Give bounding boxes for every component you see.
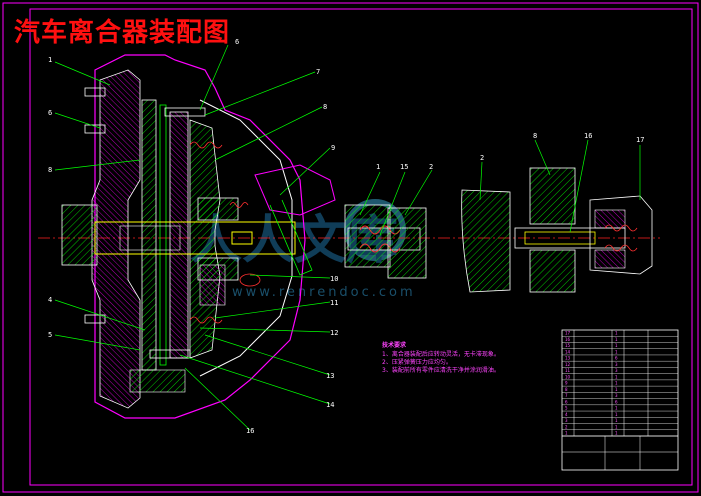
table-cell: 3 xyxy=(615,368,618,373)
table-cell: 1 xyxy=(615,337,618,342)
callout-label: 6 xyxy=(235,38,239,46)
table-cell: 1 xyxy=(615,343,618,348)
clutch-assembly xyxy=(61,54,336,419)
notes-line: 3、装配前所有零件应清洗干净并涂润滑油。 xyxy=(382,366,500,374)
table-cell: 3 xyxy=(615,393,618,398)
table-cell: 1 xyxy=(615,412,618,417)
callout-label: 10 xyxy=(330,275,338,283)
callout-label: 9 xyxy=(331,144,335,152)
notes-heading: 技术要求 xyxy=(382,341,407,349)
callout-label: 7 xyxy=(316,68,320,76)
callout-label: 16 xyxy=(246,427,254,435)
table-cell: 12 xyxy=(565,362,571,367)
table-cell: 4 xyxy=(565,412,568,417)
callout-label: 11 xyxy=(330,299,338,307)
table-cell: 17 xyxy=(565,331,571,336)
notes-line: 2、压紧弹簧压力应均匀。 xyxy=(382,358,452,366)
callout-label: 14 xyxy=(326,401,334,409)
callout-label: 2 xyxy=(429,163,433,171)
callout-label: 4 xyxy=(48,296,52,304)
table-cell: 6 xyxy=(615,399,618,404)
callout-label: 5 xyxy=(48,331,52,339)
leader-lines xyxy=(54,44,641,431)
page-title: 汽车离合器装配图 xyxy=(14,18,231,48)
table-cell: 11 xyxy=(565,368,571,373)
table-cell: 1 xyxy=(615,387,618,392)
table-cell: 9 xyxy=(565,381,568,386)
callout-label: 1 xyxy=(376,163,380,171)
table-cell: 16 xyxy=(565,337,571,342)
table-cell: 1 xyxy=(615,418,618,423)
table-cell: 2 xyxy=(565,424,568,429)
inner-frame xyxy=(29,8,693,486)
table-cell: 1 xyxy=(615,331,618,336)
callout-label: 12 xyxy=(330,329,338,337)
table-cell: 15 xyxy=(565,343,571,348)
callout-label: 8 xyxy=(533,132,537,140)
table-cell: 3 xyxy=(615,362,618,367)
table-cell: 1 xyxy=(615,406,618,411)
callout-label: 15 xyxy=(400,163,408,171)
table-cell: 5 xyxy=(565,406,568,411)
callout-label: 2 xyxy=(480,154,484,162)
detail-views xyxy=(344,167,653,293)
table-cell: 1 xyxy=(615,424,618,429)
technical-notes: 技术要求 1、离合器装配后应转动灵活，无卡滞现象。 2、压紧弹簧压力应均匀。 3… xyxy=(382,341,500,374)
table-cell: 1 xyxy=(615,431,618,436)
callout-label: 13 xyxy=(326,372,334,380)
callout-label: 6 xyxy=(48,109,52,117)
table-cell: 7 xyxy=(565,393,568,398)
table-cell: 1 xyxy=(615,374,618,379)
table-cell: 8 xyxy=(565,387,568,392)
table-cell: 13 xyxy=(565,356,571,361)
watermark-url: www.renrendoc.com xyxy=(232,285,416,300)
callout-label: 8 xyxy=(48,166,52,174)
callout-label: 1 xyxy=(48,56,52,64)
callout-label: 8 xyxy=(323,103,327,111)
table-cell: 6 xyxy=(615,356,618,361)
notes-line: 1、离合器装配后应转动灵活，无卡滞现象。 xyxy=(382,350,500,358)
table-cell: 1 xyxy=(615,349,618,354)
table-cell: 6 xyxy=(565,399,568,404)
table-cell: 14 xyxy=(565,349,571,354)
callout-label: 16 xyxy=(584,132,592,140)
table-cell: 1 xyxy=(615,381,618,386)
callout-labels: 1 6 6 8 7 8 9 10 11 12 13 14 16 4 5 1 15… xyxy=(48,38,644,435)
callout-label: 17 xyxy=(636,136,644,144)
table-cell: 1 xyxy=(565,431,568,436)
table-cell: 3 xyxy=(565,418,568,423)
table-cell: 10 xyxy=(565,374,571,379)
